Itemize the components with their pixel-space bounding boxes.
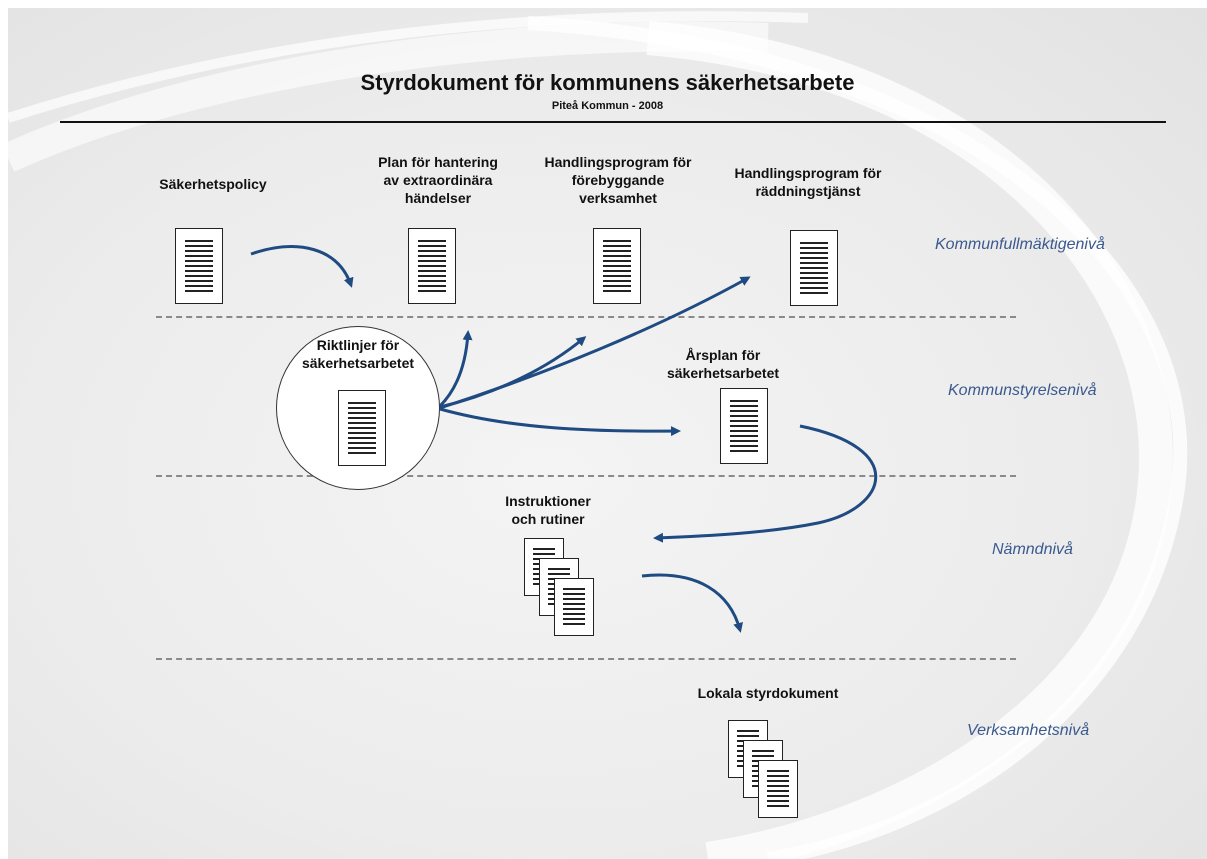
label-instruktioner: Instruktioner och rutiner [505,493,591,527]
title-divider [60,121,1166,123]
document-icon-sakerhetspolicy [175,228,223,304]
document-icon-instruktioner-3 [554,578,594,636]
level-divider-2 [156,475,1016,477]
level-label-kommunstyrelse: Kommunstyrelsenivå [948,382,1097,399]
document-icon-handlingsprogram-raddning [790,230,838,306]
document-icon-handlingsprogram-forebyggande [593,228,641,304]
level-divider-1 [156,316,1016,318]
label-riktlinjer: Riktlinjer för säkerhetsarbetet [301,337,415,371]
document-icon-lokala-3 [758,760,798,818]
label-plan-extraordinara: Plan för hantering av extraordinära händ… [378,154,498,206]
diagram-canvas: Styrdokument för kommunens säkerhetsarbe… [8,8,1207,859]
level-label-kommunfullmaktige: Kommunfullmäktigenivå [935,236,1105,253]
label-lokala: Lokala styrdokument [697,685,839,701]
level-label-verksamhet: Verksamhetsnivå [967,722,1090,739]
document-icon-riktlinjer [338,390,386,466]
label-sakerhetspolicy: Säkerhetspolicy [159,176,267,192]
level-label-namnd: Nämndnivå [992,541,1073,558]
label-handlingsprogram-raddning: Handlingsprogram för räddningstjänst [734,165,882,199]
label-handlingsprogram-forebyggande: Handlingsprogram för förebyggande verksa… [544,154,692,206]
document-icon-plan-extraordinara [408,228,456,304]
level-divider-3 [156,658,1016,660]
page-subtitle: Piteå Kommun - 2008 [551,100,664,112]
page-title: Styrdokument för kommunens säkerhetsarbe… [360,70,855,95]
label-arsplan: Årsplan för säkerhetsarbetet [666,347,780,381]
document-icon-arsplan [720,388,768,464]
